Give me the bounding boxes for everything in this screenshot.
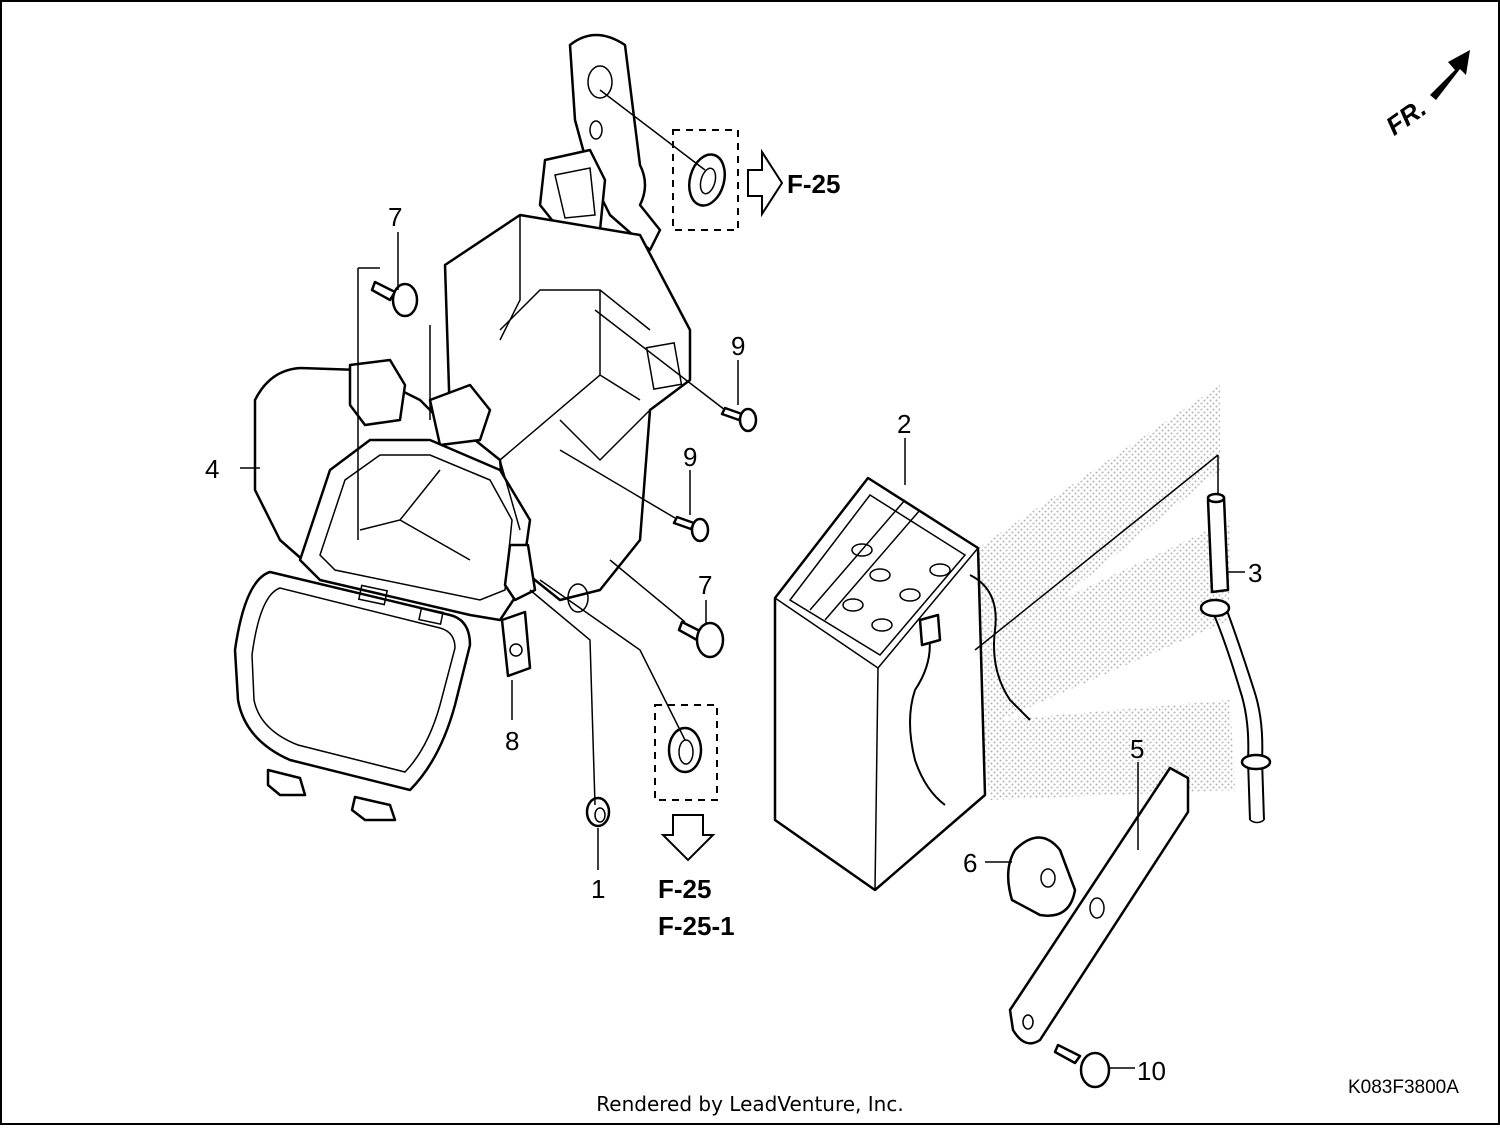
callout-5: 5 [1130,734,1144,764]
bolt-7-lower [677,620,725,659]
callout-10: 10 [1137,1056,1166,1086]
reference-label-top: F-25 [787,169,840,199]
battery-box [233,33,692,822]
callout-9-upper: 9 [731,331,745,361]
callout-7-lower: 7 [698,570,712,600]
bolt-7-upper [370,280,419,318]
leader-lines [240,89,1245,1069]
callout-7-upper: 7 [388,202,402,232]
reference-arrow-icon [747,148,784,218]
credit-footer: Rendered by LeadVenture, Inc. [596,1092,904,1116]
reference-label-bottom-2: F-25-1 [658,911,735,941]
callout-1: 1 [591,874,605,904]
battery [773,476,1031,892]
grommet-bottom [667,726,703,774]
screw-9-upper [720,406,758,433]
callout-4: 4 [205,454,219,484]
callout-2: 2 [897,409,911,439]
diagram-code: K083F3800A [1348,1077,1459,1098]
bolt-10 [1053,1043,1111,1089]
vent-tube [1199,492,1272,824]
callout-3: 3 [1248,558,1262,588]
reference-box-top [672,129,739,231]
reference-arrow-down-icon [660,814,716,862]
grommet-top [688,153,726,207]
cushion [1006,836,1077,917]
front-direction-arrow-icon [1430,50,1470,100]
reference-label-bottom-1: F-25 [658,874,711,904]
callout-8: 8 [505,726,519,756]
collar-1 [585,796,611,828]
screw-9-lower [672,515,710,543]
callout-6: 6 [963,848,977,878]
reference-box-bottom [654,704,718,801]
battery-band [1008,766,1190,1045]
callout-9-lower: 9 [683,442,697,472]
nut-8 [500,610,532,678]
watermark-wing-icon [960,385,1235,800]
front-indicator: FR. [1380,93,1432,142]
